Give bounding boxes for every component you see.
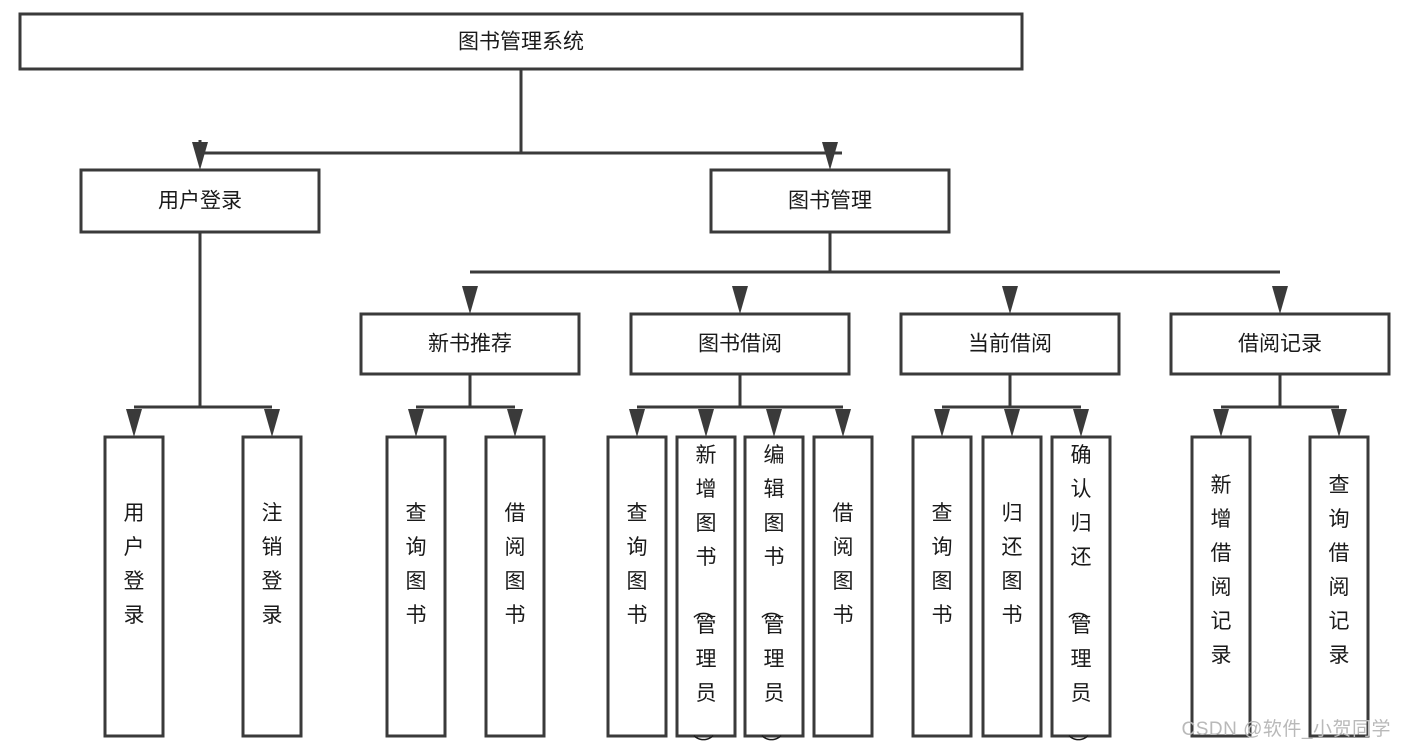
leaf-nbr-borrow-book-label: 借阅图书 — [505, 502, 526, 627]
leaf-cb-query-book[interactable]: 查询图书 — [911, 435, 973, 738]
leaf-nbr-borrow-book-box[interactable] — [484, 435, 546, 738]
arrowhead-leaf-logout — [264, 409, 280, 437]
arrowhead-nbr-borrow-book — [507, 409, 523, 437]
arrowhead-new-book-rec — [462, 286, 478, 314]
node-new-book-recommend[interactable]: 新书推荐 — [359, 312, 581, 376]
node-book-borrow-box[interactable] — [629, 312, 851, 376]
leaf-bb-borrow-book[interactable]: 借阅图书 — [812, 435, 874, 738]
leaf-cb-confirm-return[interactable]: 确认归还（管理员） — [1050, 435, 1112, 747]
node-new-book-recommend-label: 新书推荐 — [428, 333, 512, 356]
node-user-login-box[interactable] — [79, 168, 321, 234]
leaf-bb-borrow-book-box[interactable] — [812, 435, 874, 738]
node-book-management-box[interactable] — [709, 168, 951, 234]
leaf-nbr-query-book-label: 查询图书 — [406, 502, 427, 627]
leaf-logout[interactable]: 注销登录 — [241, 435, 303, 738]
leaf-bb-edit-book-label: 编辑图书（管理员） — [759, 444, 785, 747]
leaf-user-login[interactable]: 用户登录 — [103, 435, 165, 738]
leaf-bb-edit-book-box[interactable] — [743, 435, 805, 738]
arrowhead-book-borrow — [732, 286, 748, 314]
leaf-cb-return-book-box[interactable] — [981, 435, 1043, 738]
arrowhead-cb-query-book — [934, 409, 950, 437]
node-current-borrow-box[interactable] — [899, 312, 1121, 376]
node-book-management[interactable]: 图书管理 — [709, 168, 951, 234]
arrowhead-bb-borrow-book — [835, 409, 851, 437]
node-book-borrow-label: 图书借阅 — [698, 333, 782, 356]
arrowhead-leaf-user-login — [126, 409, 142, 437]
leaf-br-add-record-label: 新增借阅记录 — [1211, 474, 1232, 667]
leaf-cb-confirm-return-box[interactable] — [1050, 435, 1112, 738]
leaf-user-login-box[interactable] — [103, 435, 165, 738]
node-user-login-label: 用户登录 — [158, 190, 242, 213]
leaf-bb-edit-book[interactable]: 编辑图书（管理员） — [743, 435, 805, 747]
arrowhead-br-query-record — [1331, 409, 1347, 437]
node-borrow-record-box[interactable] — [1169, 312, 1391, 376]
node-new-book-recommend-box[interactable] — [359, 312, 581, 376]
leaf-cb-query-book-label: 查询图书 — [932, 502, 953, 627]
connector-layer — [126, 69, 1347, 437]
node-current-borrow[interactable]: 当前借阅 — [899, 312, 1121, 376]
leaf-cb-return-book-label: 归还图书 — [1002, 502, 1023, 627]
leaf-cb-return-book[interactable]: 归还图书 — [981, 435, 1043, 738]
leaf-br-add-record-box[interactable] — [1190, 435, 1252, 738]
node-root-label: 图书管理系统 — [458, 31, 584, 54]
leaf-logout-box[interactable] — [241, 435, 303, 738]
arrowhead-user-login — [192, 142, 208, 170]
arrowhead-cb-confirm-return — [1073, 409, 1089, 437]
leaf-cb-confirm-return-label: 确认归还（管理员） — [1066, 444, 1092, 747]
leaf-bb-add-book[interactable]: 新增图书（管理员） — [675, 435, 737, 747]
node-current-borrow-label: 当前借阅 — [968, 333, 1052, 356]
leaf-user-login-label: 用户登录 — [124, 502, 145, 627]
node-borrow-record-label: 借阅记录 — [1238, 333, 1322, 356]
arrowhead-bb-query-book — [629, 409, 645, 437]
leaf-cb-query-book-box[interactable] — [911, 435, 973, 738]
node-root[interactable]: 图书管理系统 — [18, 12, 1024, 71]
arrowhead-book-mgmt — [822, 142, 838, 170]
arrowhead-current-borrow — [1002, 286, 1018, 314]
leaf-bb-query-book-label: 查询图书 — [627, 502, 648, 627]
node-borrow-record[interactable]: 借阅记录 — [1169, 312, 1391, 376]
arrowhead-br-add-record — [1213, 409, 1229, 437]
leaf-nbr-borrow-book[interactable]: 借阅图书 — [484, 435, 546, 738]
leaf-br-query-record[interactable]: 查询借阅记录 — [1308, 435, 1370, 738]
arrowhead-borrow-record — [1272, 286, 1288, 314]
leaf-bb-query-book-box[interactable] — [606, 435, 668, 738]
arrowhead-bb-add-book — [698, 409, 714, 437]
node-book-management-label: 图书管理 — [788, 190, 872, 213]
leaf-bb-add-book-box[interactable] — [675, 435, 737, 738]
node-user-login[interactable]: 用户登录 — [79, 168, 321, 234]
arrowhead-nbr-query-book — [408, 409, 424, 437]
leaf-bb-add-book-label: 新增图书（管理员） — [691, 444, 717, 747]
leaf-nbr-query-book-box[interactable] — [385, 435, 447, 738]
leaf-br-query-record-box[interactable] — [1308, 435, 1370, 738]
leaf-br-query-record-label: 查询借阅记录 — [1329, 474, 1350, 667]
arrowhead-bb-edit-book — [766, 409, 782, 437]
node-book-borrow[interactable]: 图书借阅 — [629, 312, 851, 376]
node-root-box[interactable] — [18, 12, 1024, 71]
leaf-bb-borrow-book-label: 借阅图书 — [833, 502, 854, 627]
leaf-nbr-query-book[interactable]: 查询图书 — [385, 435, 447, 738]
arrowhead-cb-return-book — [1004, 409, 1020, 437]
leaf-br-add-record[interactable]: 新增借阅记录 — [1190, 435, 1252, 738]
leaf-bb-query-book[interactable]: 查询图书 — [606, 435, 668, 738]
leaf-logout-label: 注销登录 — [262, 502, 283, 627]
